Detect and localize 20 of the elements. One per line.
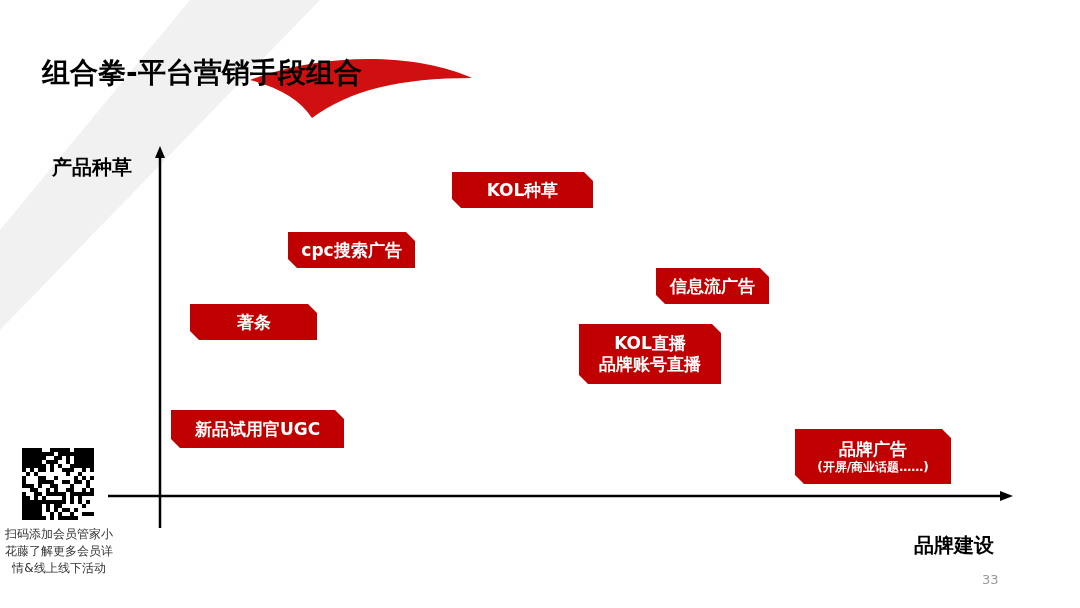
box-text: 著条 [236,311,271,333]
label-box [795,429,951,484]
label-box [171,410,344,448]
page-number: 33 [982,572,999,587]
box-text: 信息流广告 [670,275,755,297]
qr-caption: 扫码添加会员管家小花藤了解更多会员详情&线上线下活动 [4,526,114,577]
box-text: 新品试用官UGC [194,418,321,440]
label-box [656,268,769,304]
axis-label: 产品种草 [52,154,132,181]
label-box [452,172,593,208]
label-box [288,232,415,268]
box-text: KOL直播 [614,333,686,354]
label-box [190,304,317,340]
box-text: cpc搜索广告 [301,239,402,261]
label-box [579,324,721,384]
axis-label: 品牌建设 [914,532,994,559]
box-text: 品牌账号直播 [599,354,701,375]
box-text: KOL种草 [486,179,559,201]
box-note: (开屏/商业话题……) [817,459,929,475]
box-text: 品牌广告 [839,438,907,460]
